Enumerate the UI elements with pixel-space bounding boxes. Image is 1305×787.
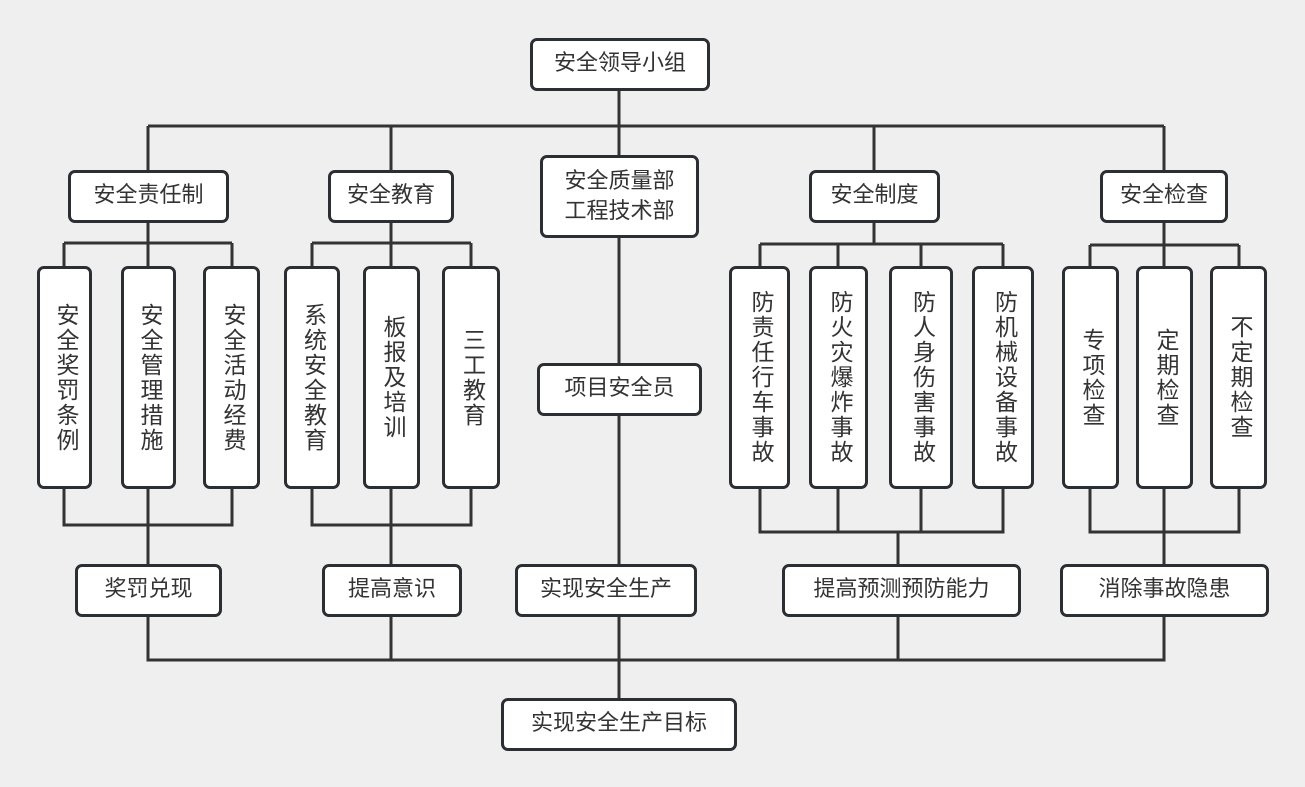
connector <box>758 222 1005 268</box>
leaf-node[interactable]: 防责任行车事故 <box>729 266 790 489</box>
connector <box>62 222 234 268</box>
leaf-node[interactable]: 定期检查 <box>1136 266 1193 489</box>
root-node[interactable]: 安全领导小组 <box>530 38 710 91</box>
leaf-node[interactable]: 防火灾爆炸事故 <box>809 266 868 489</box>
department-line: 工程技术部 <box>564 198 675 224</box>
leaf-node[interactable]: 专项检查 <box>1062 266 1119 489</box>
connector <box>62 488 234 566</box>
connector <box>146 616 1166 700</box>
leaf-node[interactable]: 安全奖罚条例 <box>37 266 92 489</box>
leaf-node[interactable]: 防人身伤害事故 <box>889 266 953 489</box>
outcome-node[interactable]: 奖罚兑现 <box>75 564 222 617</box>
leaf-node[interactable]: 板报及培训 <box>363 266 420 489</box>
goal-node[interactable]: 实现安全生产目标 <box>501 698 737 751</box>
outcome-node[interactable]: 消除事故隐患 <box>1060 564 1269 617</box>
branch-node-inspection[interactable]: 安全检查 <box>1100 170 1228 223</box>
leaf-node[interactable]: 系统安全教育 <box>284 266 340 489</box>
branch-node-regulations[interactable]: 安全制度 <box>809 170 940 223</box>
outcome-node[interactable]: 提高意识 <box>322 564 462 617</box>
branch-node-responsibility[interactable]: 安全责任制 <box>68 170 229 223</box>
leaf-node[interactable]: 三工教育 <box>442 266 500 489</box>
outcome-node[interactable]: 实现安全生产 <box>515 564 697 617</box>
connector <box>310 222 473 268</box>
connector <box>758 488 1005 566</box>
project-safety-officer-node[interactable]: 项目安全员 <box>537 363 702 416</box>
branch-node-education[interactable]: 安全教育 <box>328 170 454 223</box>
outcome-node[interactable]: 提高预测预防能力 <box>782 564 1021 617</box>
connector <box>310 488 473 566</box>
leaf-node[interactable]: 防机械设备事故 <box>972 266 1034 489</box>
department-line: 安全质量部 <box>564 168 675 194</box>
leaf-node[interactable]: 不定期检查 <box>1210 266 1267 489</box>
connector <box>1088 488 1241 566</box>
branch-node-departments[interactable]: 安全质量部 工程技术部 <box>540 155 699 238</box>
leaf-node[interactable]: 安全活动经费 <box>203 266 260 489</box>
leaf-node[interactable]: 安全管理措施 <box>121 266 176 489</box>
connector <box>1088 222 1241 268</box>
